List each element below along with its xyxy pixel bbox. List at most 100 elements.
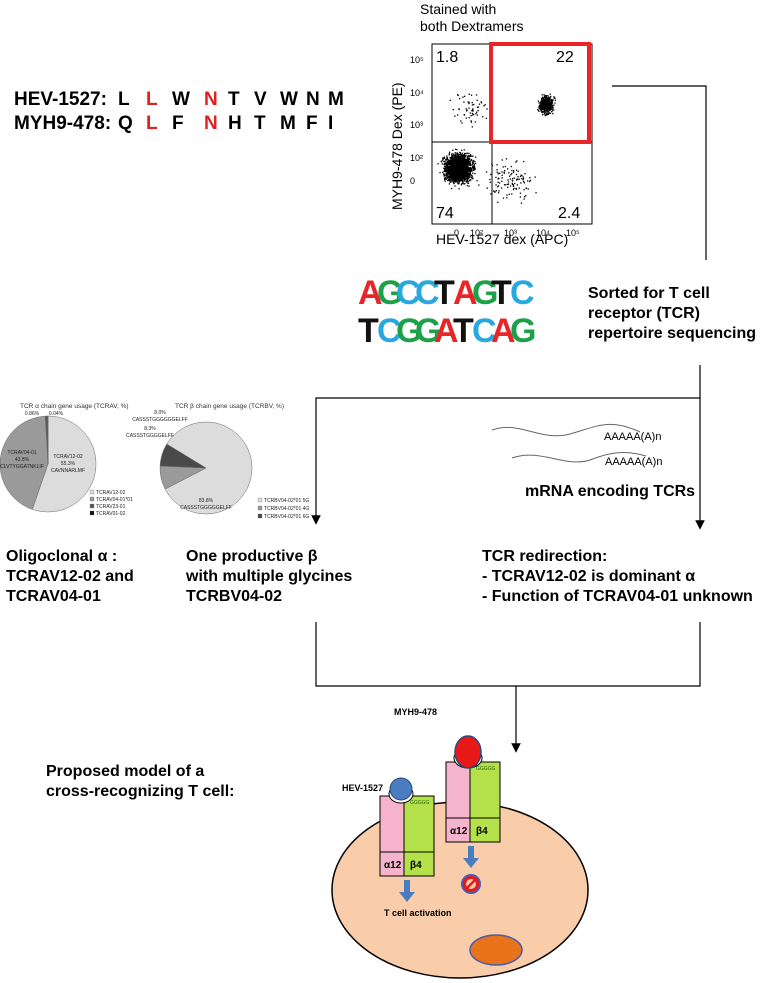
flow-event [459, 174, 461, 176]
flow-event [450, 158, 452, 160]
pie-alpha-label: 0.04% [49, 411, 64, 417]
pie-beta-legend-item: TCRBV04-02*01 4G [264, 506, 309, 512]
flow-event [446, 174, 449, 176]
flow-event [453, 168, 456, 170]
flow-event [550, 106, 553, 108]
residue: L [146, 89, 158, 110]
flow-event [466, 155, 469, 157]
flow-event [472, 172, 474, 174]
flow-event [545, 105, 547, 107]
flow-event [471, 174, 473, 177]
flow-event [447, 169, 449, 171]
residue: F [306, 113, 318, 134]
flow-x-tick: 10⁵ [566, 228, 580, 238]
flow-event [454, 115, 456, 117]
flow-event [550, 103, 552, 105]
flow-event [466, 110, 468, 112]
connector-join [315, 622, 701, 687]
flow-event [525, 187, 527, 189]
flow-event [460, 179, 462, 181]
flow-event [455, 161, 457, 164]
flow-event [456, 174, 459, 176]
flow-event [451, 153, 453, 155]
flow-event [454, 174, 457, 177]
flow-event [541, 106, 543, 108]
flow-event [534, 176, 536, 178]
flow-event [446, 170, 449, 172]
flow-event [548, 104, 551, 106]
flow-event [472, 163, 474, 165]
flow-event [528, 180, 531, 183]
flow-event [469, 170, 471, 172]
flow-event [455, 157, 457, 159]
flow-event [449, 164, 451, 166]
flow-event [520, 174, 522, 176]
flow-event [539, 102, 541, 104]
flow-event [453, 170, 456, 172]
flow-event [445, 178, 447, 180]
flow-event [471, 102, 473, 104]
pie-slice [164, 421, 253, 515]
flow-event [456, 177, 458, 179]
flow-event [441, 161, 443, 163]
flow-event [446, 161, 448, 163]
flow-event [443, 167, 445, 169]
flow-event [545, 107, 547, 109]
pie-slice [159, 443, 207, 469]
flow-event [467, 172, 469, 174]
flow-event [541, 101, 543, 103]
flow-event [500, 187, 503, 189]
flow-event [447, 172, 450, 174]
flow-event [547, 113, 549, 115]
flow-event [457, 94, 459, 97]
flow-event [546, 103, 548, 105]
flow-event [515, 173, 518, 176]
flow-event [465, 171, 467, 173]
flow-event [518, 187, 520, 189]
flow-event [474, 162, 477, 165]
mrna-strand-2 [511, 452, 647, 463]
flow-event [460, 161, 462, 163]
flow-event [470, 159, 472, 161]
flow-event [451, 157, 453, 159]
caption-beta: One productive β with multiple glycines … [186, 548, 353, 605]
connector-dna-split [311, 365, 701, 525]
flow-event [465, 117, 467, 119]
flow-event [459, 168, 461, 170]
flow-event [453, 166, 455, 168]
flow-event [450, 176, 453, 178]
flow-event [460, 156, 462, 158]
flow-event [458, 156, 460, 158]
flow-event [473, 167, 476, 169]
flow-event [506, 194, 508, 196]
flow-event [523, 182, 525, 184]
flow-event [446, 172, 449, 175]
flow-event [468, 185, 470, 187]
flow-event [471, 162, 474, 164]
flow-event [444, 164, 446, 166]
flow-event [455, 179, 457, 181]
flow-event [451, 179, 453, 181]
flow-event [466, 157, 469, 159]
flow-event [458, 170, 460, 172]
flow-event [444, 179, 446, 181]
flow-event [550, 95, 552, 98]
flow-event [469, 176, 471, 178]
flow-event [461, 160, 463, 162]
flow-event [551, 111, 553, 113]
flow-event [452, 109, 454, 111]
flow-event [460, 158, 463, 160]
flow-event [452, 153, 455, 155]
flow-event [461, 149, 463, 151]
flow-event [535, 192, 537, 194]
flow-event [469, 167, 471, 170]
flow-event [541, 111, 543, 113]
caption-model: Proposed model of a cross-recognizing T … [46, 763, 235, 800]
flow-event [453, 180, 455, 182]
flow-event [443, 170, 446, 172]
flow-event [461, 173, 463, 175]
pie-slice [0, 415, 49, 510]
flow-event [455, 166, 457, 168]
flow-event [461, 156, 463, 159]
flow-event [454, 175, 456, 177]
